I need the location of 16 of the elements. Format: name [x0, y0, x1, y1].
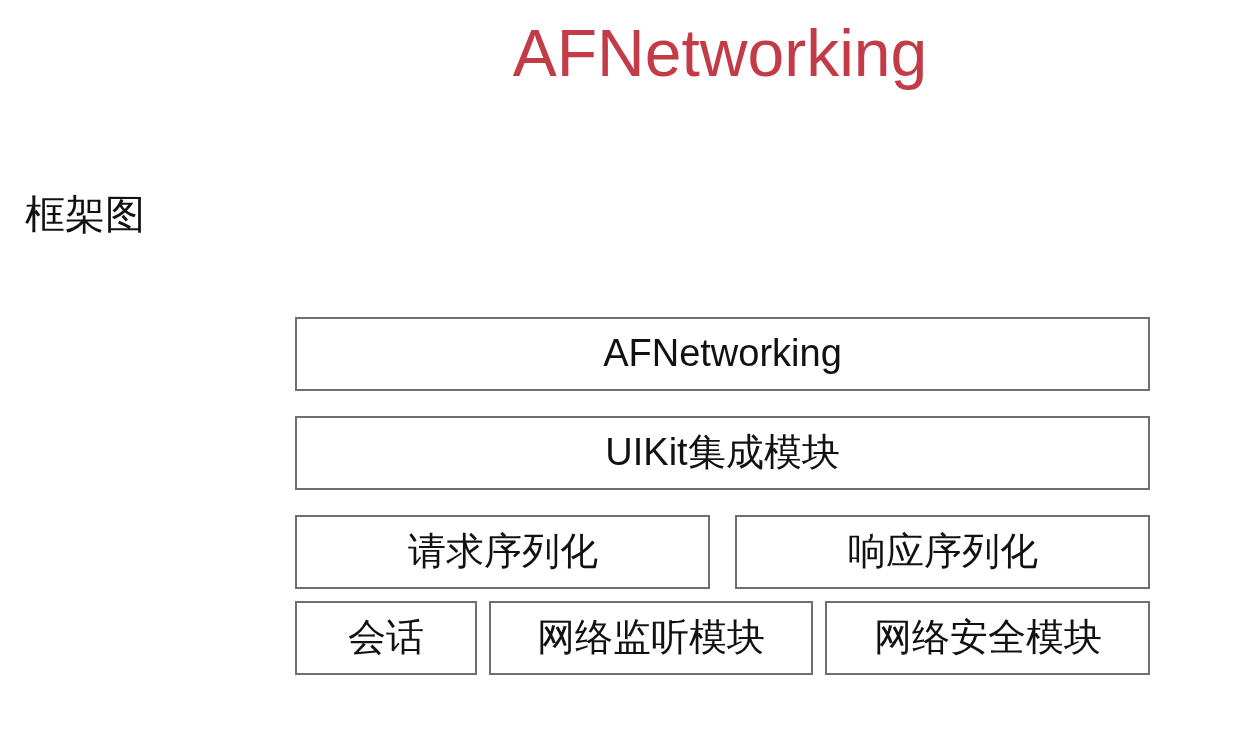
- module-label: 会话: [348, 616, 424, 660]
- module-label: 网络监听模块: [537, 616, 765, 660]
- module-box: [295, 601, 477, 675]
- module-box: [825, 601, 1150, 675]
- module-box: [735, 515, 1150, 589]
- heading-label: 框架图: [25, 191, 145, 238]
- module-box: [295, 515, 710, 589]
- module-box: [489, 601, 813, 675]
- module-box: [295, 317, 1150, 391]
- title: AFNetworking: [511, 15, 929, 92]
- module-label: 响应序列化: [847, 530, 1038, 574]
- module-label: UIKit集成模块: [605, 431, 840, 475]
- module-label: AFNetworking: [603, 332, 842, 376]
- module-label: 网络安全模块: [873, 616, 1102, 660]
- module-label: 请求序列化: [407, 530, 598, 574]
- module-box: [295, 416, 1150, 490]
